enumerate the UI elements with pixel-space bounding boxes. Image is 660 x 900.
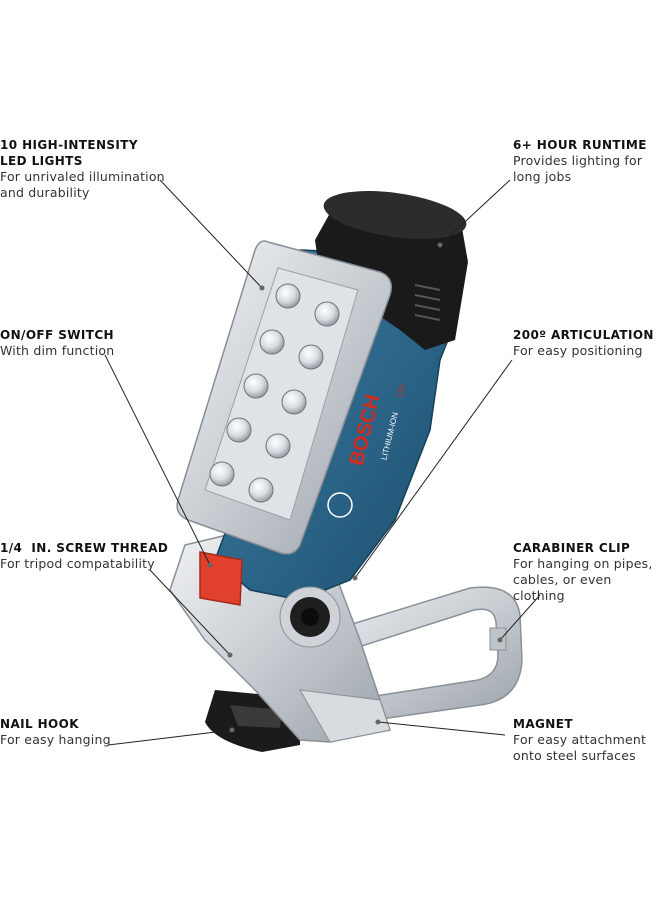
led-light — [248, 477, 274, 503]
callout-title: 10 HIGH-INTENSITY — [0, 138, 138, 152]
callout-title: 1/4 IN. SCREW THREAD — [0, 541, 169, 555]
led-light — [275, 283, 301, 309]
led-head — [176, 240, 392, 555]
callout-title: CARABINER CLIP — [513, 541, 631, 555]
led-light — [243, 373, 269, 399]
callout-led-lights: 10 HIGH-INTENSITY LED LIGHTS For unrival… — [0, 137, 170, 201]
info-badge — [327, 492, 353, 518]
led-light — [281, 389, 307, 415]
led-light — [265, 433, 291, 459]
callout-title: MAGNET — [513, 717, 573, 731]
callout-description: Provides lighting for — [513, 153, 643, 168]
callout-description: and durability — [0, 185, 90, 200]
on-off-switch — [199, 551, 243, 606]
callout-articulation: 200º ARTICULATION For easy positioning — [513, 327, 658, 359]
led-light — [226, 417, 252, 443]
callout-title: 6+ HOUR RUNTIME — [513, 138, 647, 152]
callout-title: LED LIGHTS — [0, 154, 83, 168]
callout-nail-hook: NAIL HOOK For easy hanging — [0, 716, 170, 748]
callout-description: For tripod compatability — [0, 556, 155, 571]
screw-thread-socket — [279, 586, 341, 648]
callout-switch: ON/OFF SWITCH With dim function — [0, 327, 170, 359]
callout-description: For easy positioning — [513, 343, 643, 358]
callout-description: onto steel surfaces — [513, 748, 636, 763]
led-array — [209, 283, 340, 503]
battery-pack — [315, 191, 468, 350]
callout-description: long jobs — [513, 169, 572, 184]
callout-description: cables, or even clothing — [513, 572, 612, 603]
callout-description: For unrivaled illumination — [0, 169, 165, 184]
callout-description: With dim function — [0, 343, 115, 358]
callout-magnet: MAGNET For easy attachment onto steel su… — [513, 716, 658, 764]
callout-description: For easy attachment — [513, 732, 647, 747]
battery-voltage: 12V — [395, 382, 407, 399]
callout-runtime: 6+ HOUR RUNTIME Provides lighting for lo… — [513, 137, 658, 185]
callout-lines — [104, 179, 541, 746]
callout-title: 200º ARTICULATION — [513, 328, 654, 342]
led-light — [259, 329, 285, 355]
callout-screw-thread: 1/4 IN. SCREW THREAD For tripod compatab… — [0, 540, 170, 572]
callout-description: For hanging on pipes, — [513, 556, 653, 571]
callout-title: NAIL HOOK — [0, 717, 79, 731]
callout-title: ON/OFF SWITCH — [0, 328, 114, 342]
led-light — [209, 461, 235, 487]
led-light — [314, 301, 340, 327]
callout-description: For easy hanging — [0, 732, 111, 747]
led-light — [298, 344, 324, 370]
callout-carabiner: CARABINER CLIP For hanging on pipes, cab… — [513, 540, 660, 604]
